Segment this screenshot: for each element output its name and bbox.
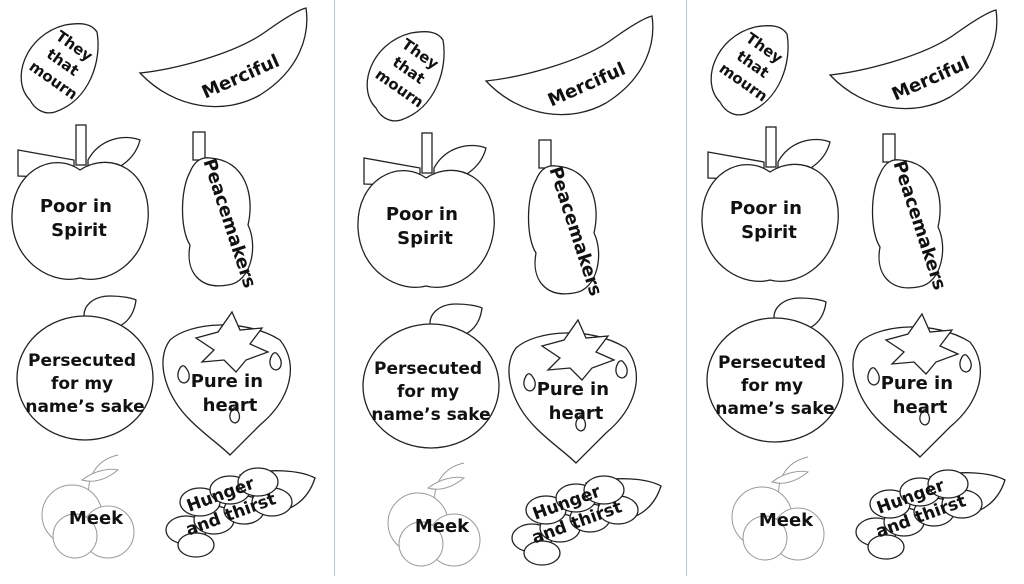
apple-fruit: Poor in Spirit bbox=[357, 132, 495, 288]
fruit-panel-2: They that mourn Merciful Poor in Spirit … bbox=[346, 8, 680, 584]
cherries-fruit: Meek bbox=[41, 454, 135, 559]
fruit-panel-3: They that mourn Merciful Poor in Spirit … bbox=[690, 2, 1024, 578]
poor-line-2: Spirit bbox=[51, 220, 107, 241]
persecuted-line-2: for my bbox=[51, 374, 113, 394]
cherries-fruit: Meek bbox=[731, 456, 825, 561]
svg-text:Pure in heart: Pure in heart bbox=[537, 379, 616, 424]
svg-text:Poor in Spirit: Poor in Spirit bbox=[386, 204, 464, 249]
persecuted-line-3: name’s sake bbox=[371, 405, 490, 425]
strawberry-fruit: Pure in heart bbox=[162, 310, 292, 456]
poor-line-2: Spirit bbox=[397, 228, 453, 249]
persecuted-line-3: name’s sake bbox=[715, 399, 834, 419]
persecuted-line-1: Persecuted bbox=[374, 359, 482, 379]
pure-line-2: heart bbox=[549, 403, 604, 424]
grapes-fruit: Hunger and thirst bbox=[855, 469, 1006, 560]
strawberry-fruit: Pure in heart bbox=[852, 312, 982, 458]
svg-text:Pure in heart: Pure in heart bbox=[881, 373, 960, 418]
lemon-fruit: They that mourn bbox=[710, 25, 789, 116]
banana-fruit: Merciful bbox=[828, 9, 998, 110]
poor-line-1: Poor in bbox=[386, 204, 458, 225]
pure-line-1: Pure in bbox=[881, 373, 953, 394]
pure-line-1: Pure in bbox=[191, 371, 263, 392]
banana-fruit: Merciful bbox=[484, 15, 654, 116]
meek-label: Meek bbox=[415, 516, 470, 537]
banana-fruit: Merciful bbox=[138, 7, 308, 108]
grapes-fruit: Hunger and thirst bbox=[165, 467, 316, 558]
apple-fruit: Poor in Spirit bbox=[11, 124, 149, 280]
persecuted-line-2: for my bbox=[397, 382, 459, 402]
svg-text:Persecuted for my: Persecuted for my name’s sake bbox=[371, 359, 490, 425]
orange-fruit: Persecuted for my name’s sake bbox=[16, 295, 154, 441]
svg-text:Persecuted for my: Persecuted for my name’s sake bbox=[25, 351, 144, 417]
pure-line-2: heart bbox=[893, 397, 948, 418]
persecuted-line-1: Persecuted bbox=[28, 351, 136, 371]
lemon-fruit: They that mourn bbox=[366, 31, 445, 122]
strawberry-fruit: Pure in heart bbox=[508, 318, 638, 464]
svg-text:Poor in Spirit: Poor in Spirit bbox=[40, 196, 118, 241]
pure-line-1: Pure in bbox=[537, 379, 609, 400]
orange-fruit: Persecuted for my name’s sake bbox=[362, 303, 500, 449]
apple-fruit: Poor in Spirit bbox=[701, 126, 839, 282]
meek-label: Meek bbox=[759, 510, 814, 531]
pear-fruit: Peacemakers bbox=[181, 131, 260, 291]
poor-line-1: Poor in bbox=[730, 198, 802, 219]
svg-text:Persecuted for my: Persecuted for my name’s sake bbox=[715, 353, 834, 419]
lemon-fruit: They that mourn bbox=[20, 23, 99, 114]
pear-fruit: Peacemakers bbox=[871, 133, 950, 293]
pear-fruit: Peacemakers bbox=[527, 139, 606, 299]
panel-divider bbox=[686, 0, 687, 576]
persecuted-line-2: for my bbox=[741, 376, 803, 396]
meek-label: Meek bbox=[69, 508, 124, 529]
panel-divider bbox=[334, 0, 335, 576]
persecuted-line-3: name’s sake bbox=[25, 397, 144, 417]
svg-text:Poor in Spirit: Poor in Spirit bbox=[730, 198, 808, 243]
orange-fruit: Persecuted for my name’s sake bbox=[706, 297, 844, 443]
grapes-fruit: Hunger and thirst bbox=[511, 475, 662, 566]
pure-line-2: heart bbox=[203, 395, 258, 416]
poor-line-2: Spirit bbox=[741, 222, 797, 243]
persecuted-line-1: Persecuted bbox=[718, 353, 826, 373]
poor-line-1: Poor in bbox=[40, 196, 112, 217]
fruit-panel-1: They that mourn Merciful Poor in Spirit … bbox=[0, 0, 334, 576]
svg-text:Pure in heart: Pure in heart bbox=[191, 371, 270, 416]
cherries-fruit: Meek bbox=[387, 462, 481, 567]
